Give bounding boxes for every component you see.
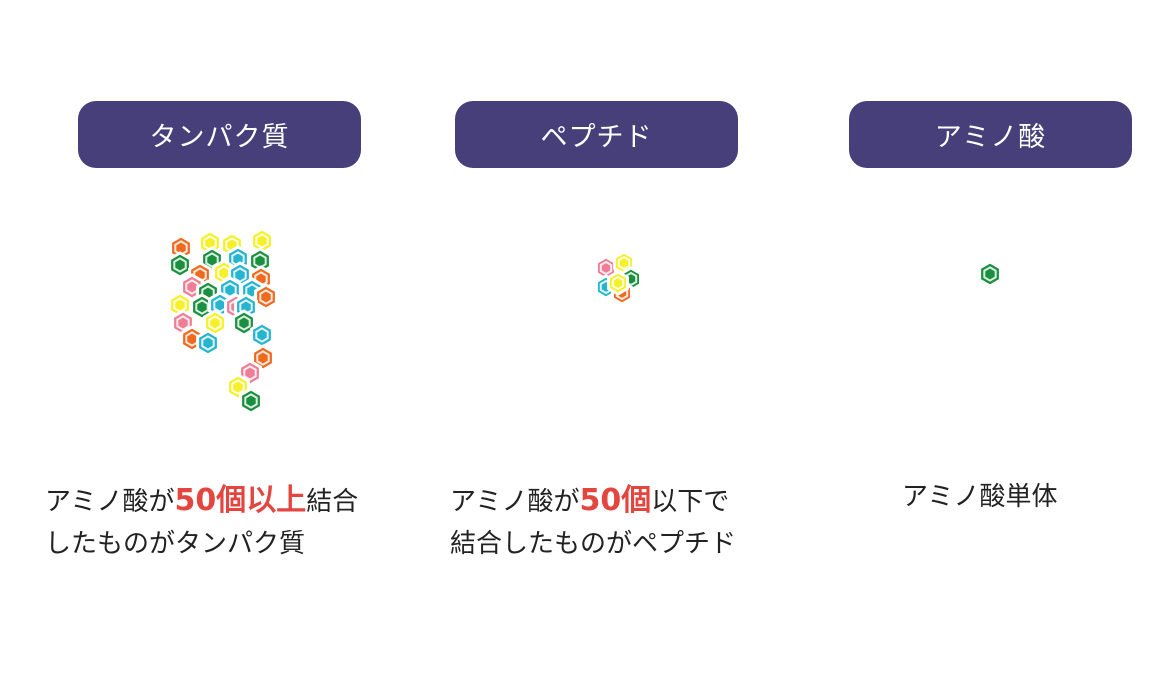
hexagon-inner xyxy=(173,257,187,273)
protein-caption: アミノ酸が50個以上結合 したものがタンパク質 xyxy=(45,480,358,565)
amino-acid-label: アミノ酸 xyxy=(849,101,1132,168)
peptide-caption: アミノ酸が50個以下で 結合したものがペプチド xyxy=(450,480,736,565)
hexagon-inner xyxy=(223,282,237,298)
protein-caption-pre: アミノ酸が xyxy=(45,487,175,517)
hexagon-inner xyxy=(176,315,190,331)
hexagon-inner xyxy=(983,266,997,282)
protein-caption-post: 結合 xyxy=(306,487,359,517)
hexagon-icon xyxy=(239,387,263,415)
amino-acid-caption-line1: アミノ酸単体 xyxy=(902,482,1058,512)
hexagon-inner xyxy=(195,299,209,315)
protein-cluster-icon xyxy=(168,227,278,415)
hexagon-inner xyxy=(256,350,270,366)
hexagon-inner xyxy=(208,315,222,331)
hexagon-inner xyxy=(201,335,215,351)
amino-acid-caption: アミノ酸単体 xyxy=(902,476,1057,518)
peptide-caption-post: 以下で xyxy=(651,487,730,517)
hexagon-inner xyxy=(244,393,258,409)
hexagon-inner xyxy=(233,267,247,283)
peptide-caption-pre: アミノ酸が xyxy=(450,487,580,517)
peptide-caption-line1: アミノ酸が50個以下で xyxy=(450,480,736,523)
hexagon-icon xyxy=(168,251,192,279)
hexagon-inner xyxy=(205,252,219,268)
hexagon-icon xyxy=(607,270,629,296)
hexagon-inner xyxy=(231,379,245,395)
protein-caption-line2: したものがタンパク質 xyxy=(45,529,306,559)
hexagon-inner xyxy=(255,233,269,249)
hexagon-icon xyxy=(232,309,256,337)
peptide-label: ペプチド xyxy=(455,101,738,168)
peptide-caption-line2: 結合したものがペプチド xyxy=(450,529,737,559)
hexagon-inner xyxy=(617,255,631,271)
protein-label-text: タンパク質 xyxy=(149,122,290,153)
hexagon-inner xyxy=(237,315,251,331)
hexagon-inner xyxy=(259,289,273,305)
hexagon-icon xyxy=(254,283,278,311)
peptide-caption-highlight: 50個 xyxy=(579,483,652,518)
hexagon-inner xyxy=(255,327,269,343)
amino-acid-label-text: アミノ酸 xyxy=(934,122,1047,153)
protein-caption-highlight: 50個以上 xyxy=(174,483,307,518)
protein-label: タンパク質 xyxy=(78,101,361,168)
hexagon-inner xyxy=(243,365,257,381)
hexagon-inner xyxy=(599,260,613,276)
peptide-label-text: ペプチド xyxy=(540,122,653,153)
hexagon-inner xyxy=(185,279,199,295)
peptide-cluster-icon xyxy=(595,250,642,306)
amino-acid-single-icon xyxy=(978,260,1002,288)
hexagon-icon xyxy=(196,329,220,357)
hexagon-icon xyxy=(250,321,274,349)
protein-caption-line1: アミノ酸が50個以上結合 xyxy=(45,480,358,523)
hexagon-inner xyxy=(611,275,625,291)
hexagon-icon xyxy=(978,260,1002,288)
